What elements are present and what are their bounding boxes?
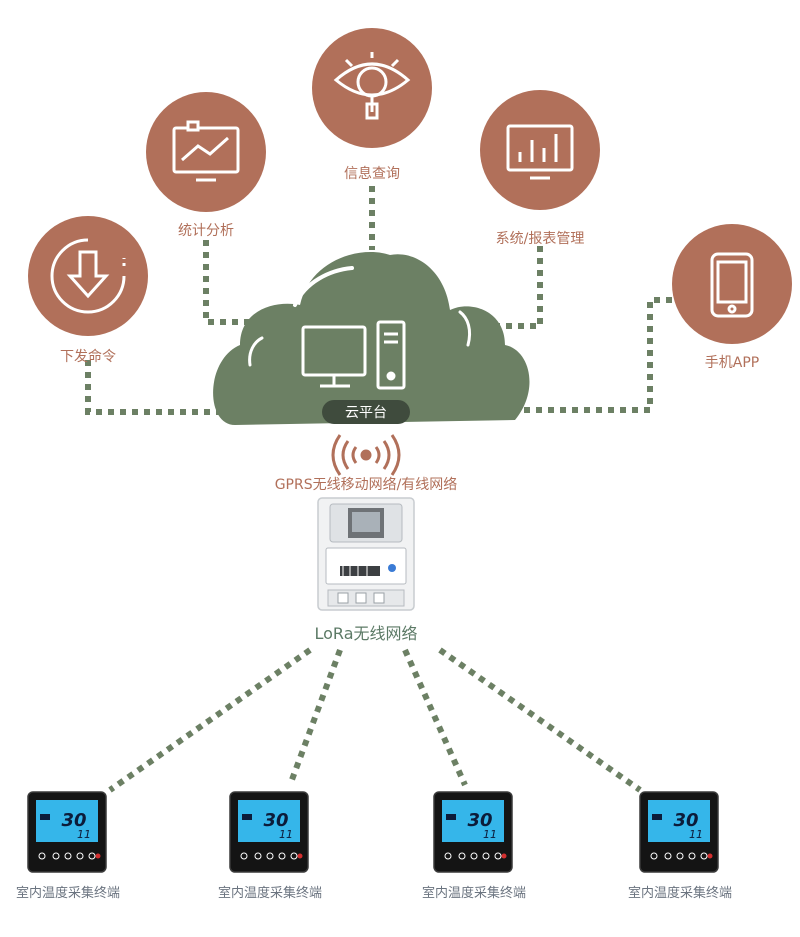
terminal-temp-reading: 30: [673, 810, 698, 831]
terminal-label-4: 室内温度采集终端: [627, 886, 733, 901]
terminal-button-icon: [290, 852, 298, 860]
terminal-set-reading: 11: [483, 828, 497, 841]
terminal-temp-reading: 30: [61, 810, 86, 831]
connector-app: [520, 297, 672, 413]
concentrator-device: [317, 497, 415, 611]
brand-logo-icon: [95, 853, 101, 859]
function-query: [312, 28, 432, 148]
terminal-button-icon: [38, 852, 46, 860]
terminal-set-reading: 11: [689, 828, 703, 841]
terminal-label-2: 室内温度采集终端: [217, 886, 323, 901]
connector-report: [470, 246, 543, 329]
lora-label: LoRa无线网络: [314, 624, 418, 643]
gprs-label: GPRS无线移动网络/有线网络: [274, 477, 458, 493]
terminal-button-icon: [676, 852, 684, 860]
terminal-button-icon: [650, 852, 658, 860]
terminal-label-3: 室内温度采集终端: [421, 886, 527, 901]
terminal-button-icon: [76, 852, 84, 860]
cloud-label: 云平台: [345, 405, 387, 421]
terminal-button-icon: [88, 852, 96, 860]
brand-logo-icon: [501, 853, 507, 859]
function-report: [480, 90, 600, 210]
function-app: [672, 224, 792, 344]
bar-chart-monitor-icon: [506, 124, 574, 180]
terminal-button-icon: [444, 852, 452, 860]
eye-magnifier-icon: [333, 52, 411, 120]
terminal-button-icon: [482, 852, 490, 860]
terminal-temp-reading: 30: [467, 810, 492, 831]
terminal-button-icon: [266, 852, 274, 860]
terminal-button-icon: [470, 852, 478, 860]
terminal-button-icon: [494, 852, 502, 860]
terminal-label-1: 室内温度采集终端: [15, 886, 121, 901]
function-label-report: 系统/报表管理: [495, 231, 585, 247]
terminal-button-icon: [664, 852, 672, 860]
connector-terminal-4: [438, 647, 642, 793]
function-label-statistics: 统计分析: [178, 223, 234, 239]
cloud-platform: 云平台: [213, 252, 530, 425]
terminal-set-reading: 11: [279, 828, 293, 841]
connector-statistics: [203, 240, 270, 325]
function-label-download: 下发命令: [60, 349, 116, 365]
function-label-query: 信息查询: [344, 166, 400, 182]
terminal-button-icon: [458, 852, 466, 860]
terminal-button-icon: [254, 852, 262, 860]
terminal-button-icon: [700, 852, 708, 860]
function-statistics: [146, 92, 266, 212]
connector-download: [85, 360, 240, 415]
terminal-button-icon: [688, 852, 696, 860]
line-chart-monitor-icon: [172, 120, 240, 182]
function-label-app: 手机APP: [704, 355, 760, 371]
terminal-button-icon: [64, 852, 72, 860]
terminal-button-icon: [240, 852, 248, 860]
brand-logo-icon: [707, 853, 713, 859]
connector-terminal-1: [108, 647, 312, 793]
terminal-button-icon: [52, 852, 60, 860]
function-download: [28, 216, 148, 336]
terminal-button-icon: [278, 852, 286, 860]
terminal-temp-reading: 30: [263, 810, 288, 831]
smartphone-icon: [710, 252, 754, 318]
wireless-signal-icon: [331, 434, 401, 476]
connector-terminal-2: [287, 648, 343, 787]
download-icon: [50, 238, 126, 314]
connector-terminal-3: [402, 648, 468, 787]
computer-icon: [301, 320, 406, 390]
brand-logo-icon: [297, 853, 303, 859]
terminal-set-reading: 11: [77, 828, 91, 841]
